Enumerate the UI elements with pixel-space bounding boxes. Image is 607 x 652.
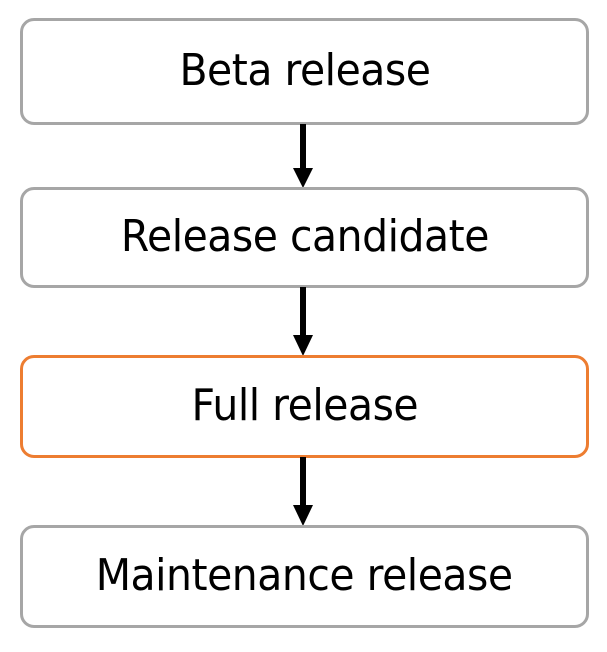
flow-node-label: Release candidate [120,211,489,263]
flow-node-beta-release[interactable]: Beta release [20,18,589,125]
flow-node-release-candidate[interactable]: Release candidate [20,187,589,288]
flow-node-label: Maintenance release [96,550,513,602]
flow-arrow-rc-to-full [291,287,315,356]
flow-node-full-release[interactable]: Full release [20,355,589,458]
flow-node-maintenance-release[interactable]: Maintenance release [20,525,589,628]
flow-arrow-full-to-maintenance [291,457,315,526]
flow-node-label: Full release [191,380,418,432]
flow-arrow-beta-to-rc [291,124,315,188]
flow-node-label: Beta release [178,45,431,97]
